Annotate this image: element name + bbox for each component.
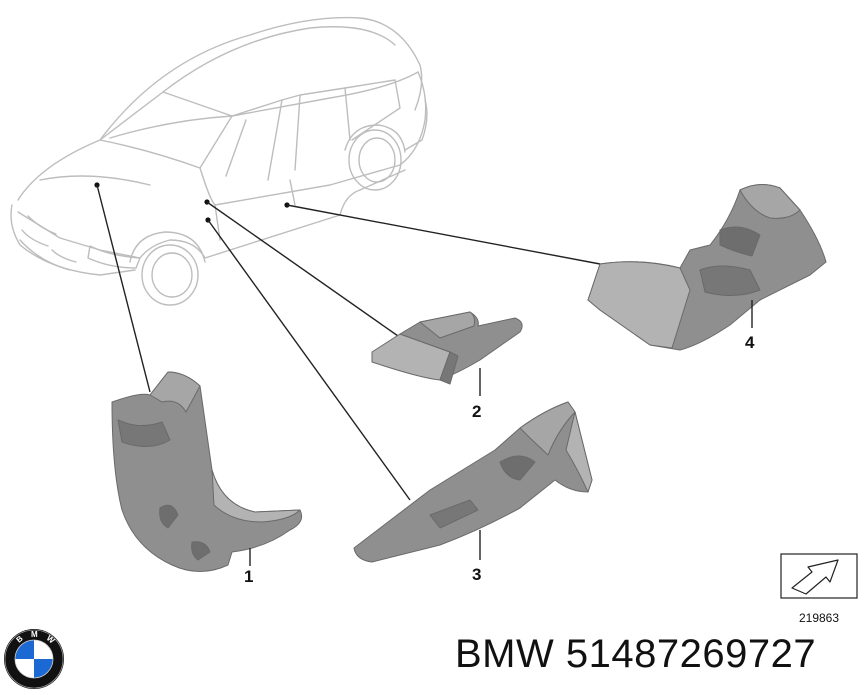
brand-name: BMW	[455, 632, 555, 676]
callout-3: 3	[472, 565, 481, 584]
callout-4: 4	[745, 333, 755, 352]
leader-lines	[96, 184, 601, 501]
diagram-reference-number: 219863	[799, 611, 839, 625]
svg-text:M: M	[31, 630, 38, 639]
leader-line-4	[286, 204, 601, 265]
part-1-insulation	[111, 371, 303, 572]
diagram-reference-box: 219863	[780, 553, 858, 625]
callout-1: 1	[244, 567, 253, 586]
leader-line-1	[96, 184, 151, 393]
svg-text:B: B	[15, 634, 25, 645]
arrow-icon	[791, 559, 839, 595]
leader-line-3	[207, 219, 411, 501]
part-3-insulation	[353, 401, 593, 563]
part-number-caption: BMW 51487269727	[455, 632, 816, 677]
car-outline	[10, 16, 428, 306]
leader-line-2	[206, 201, 399, 337]
svg-text:W: W	[45, 634, 57, 646]
callout-2: 2	[472, 402, 481, 421]
part-2-insulation	[371, 311, 523, 385]
bmw-logo: B M W	[4, 629, 64, 689]
attachment-dots	[94, 182, 290, 223]
part-number: 51487269727	[565, 632, 817, 676]
part-4-insulation	[587, 184, 827, 351]
